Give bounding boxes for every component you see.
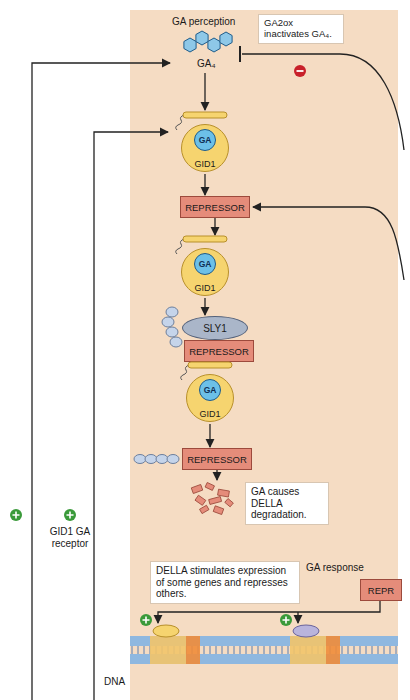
minus-sign xyxy=(294,65,306,77)
note-box: GA2ox inactivates GA₄. xyxy=(258,14,344,44)
note-box: GA causes DELLA degradation. xyxy=(245,482,329,525)
node-text: GA causes DELLA degradation. xyxy=(251,486,323,521)
feedback-line xyxy=(32,63,170,700)
dna-strand xyxy=(130,625,398,664)
label-text: GID1 GA receptor xyxy=(46,526,94,549)
node-text: GID1 xyxy=(194,283,215,293)
node-text: DELLA stimulates expression of some gene… xyxy=(156,565,294,600)
inhibition-line xyxy=(242,54,404,150)
ubiquitin-chain xyxy=(134,455,179,464)
gid1-receptor: GID1 GA xyxy=(182,362,238,424)
ga-molecule: GA xyxy=(194,129,216,151)
inhibition-bar xyxy=(239,46,241,62)
regulation-line xyxy=(297,612,298,623)
node-text: GA xyxy=(204,385,217,395)
plus-sign xyxy=(140,614,292,626)
node-text: REPRESSOR xyxy=(189,346,249,357)
note-box: DELLA stimulates expression of some gene… xyxy=(150,561,300,604)
repressor-box: REPRESSOR xyxy=(182,448,252,470)
ga-molecule: GA xyxy=(194,253,216,275)
node-text: GID1 xyxy=(194,159,215,169)
flow-arrow xyxy=(204,174,205,195)
flow-arrow xyxy=(209,424,210,447)
node-text: GA xyxy=(199,259,212,269)
gid1-receptor: GID1 GA xyxy=(177,112,233,174)
ga4-molecule xyxy=(184,31,232,52)
node-text: GA2ox inactivates GA₄. xyxy=(264,18,338,40)
flow-arrow xyxy=(204,73,205,110)
repressor-box: REPRESSOR xyxy=(184,340,254,362)
node-text: REPRESSOR xyxy=(187,454,247,465)
label-text: GA₄ xyxy=(197,58,216,70)
node-text: GA xyxy=(199,135,212,145)
flow-arrow xyxy=(214,218,215,235)
della-fragments xyxy=(191,482,233,514)
feedback-line xyxy=(253,207,404,280)
plus-sign xyxy=(10,509,76,521)
node-text: REPRESSOR xyxy=(185,202,245,213)
label-text: GA perception xyxy=(172,16,235,28)
flow-arrow xyxy=(204,298,205,315)
sly1-protein: SLY1 xyxy=(182,316,248,340)
panel-ground xyxy=(130,10,398,700)
flow-arrow xyxy=(216,470,217,480)
feedback-line xyxy=(94,132,168,700)
ubiquitin-chain xyxy=(162,307,182,347)
repressor-box: REPR xyxy=(360,579,402,601)
node-text: REPR xyxy=(368,585,394,596)
label-text: DNA xyxy=(104,676,125,688)
regulation-line xyxy=(158,601,380,623)
node-text: SLY1 xyxy=(203,323,227,334)
ga-molecule: GA xyxy=(199,379,221,401)
node-text: GID1 xyxy=(199,409,220,419)
label-text: GA response xyxy=(306,562,364,574)
gid1-receptor: GID1 GA xyxy=(177,236,233,298)
repressor-box: REPRESSOR xyxy=(180,196,250,218)
